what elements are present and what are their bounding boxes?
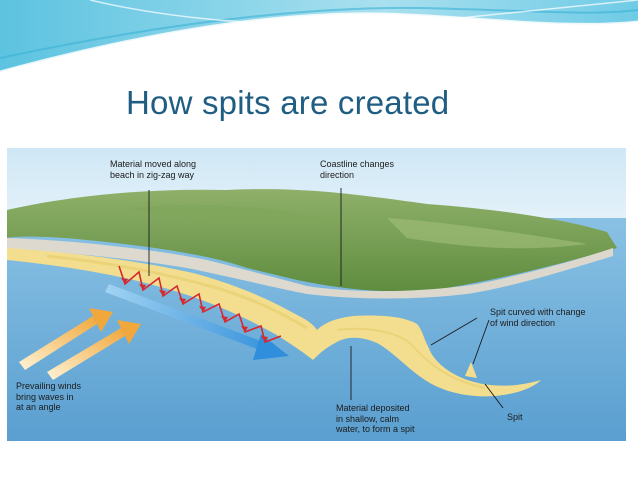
spit-illustration <box>7 148 626 441</box>
label-material-deposited: Material deposited in shallow, calm wate… <box>336 403 415 434</box>
label-prevailing-winds: Prevailing winds bring waves in at an an… <box>16 381 82 412</box>
spit-diagram: Material moved along beach in zig-zag wa… <box>7 148 626 441</box>
label-coastline-changes: Coastline changes direction <box>320 159 395 180</box>
zigzag-transport-arrows <box>118 265 282 344</box>
longshore-drift-arrow <box>105 284 289 360</box>
prevailing-wind-arrows <box>19 308 141 380</box>
label-spit: Spit <box>507 412 523 422</box>
label-spit-curved: Spit curved with change of wind directio… <box>490 307 586 328</box>
slide-title: How spits are created <box>126 84 450 121</box>
label-material-moved: Material moved along beach in zig-zag wa… <box>110 159 197 180</box>
leader-lines <box>148 188 504 409</box>
zigzag-arrowheads <box>121 278 268 342</box>
header-banner <box>0 0 638 74</box>
